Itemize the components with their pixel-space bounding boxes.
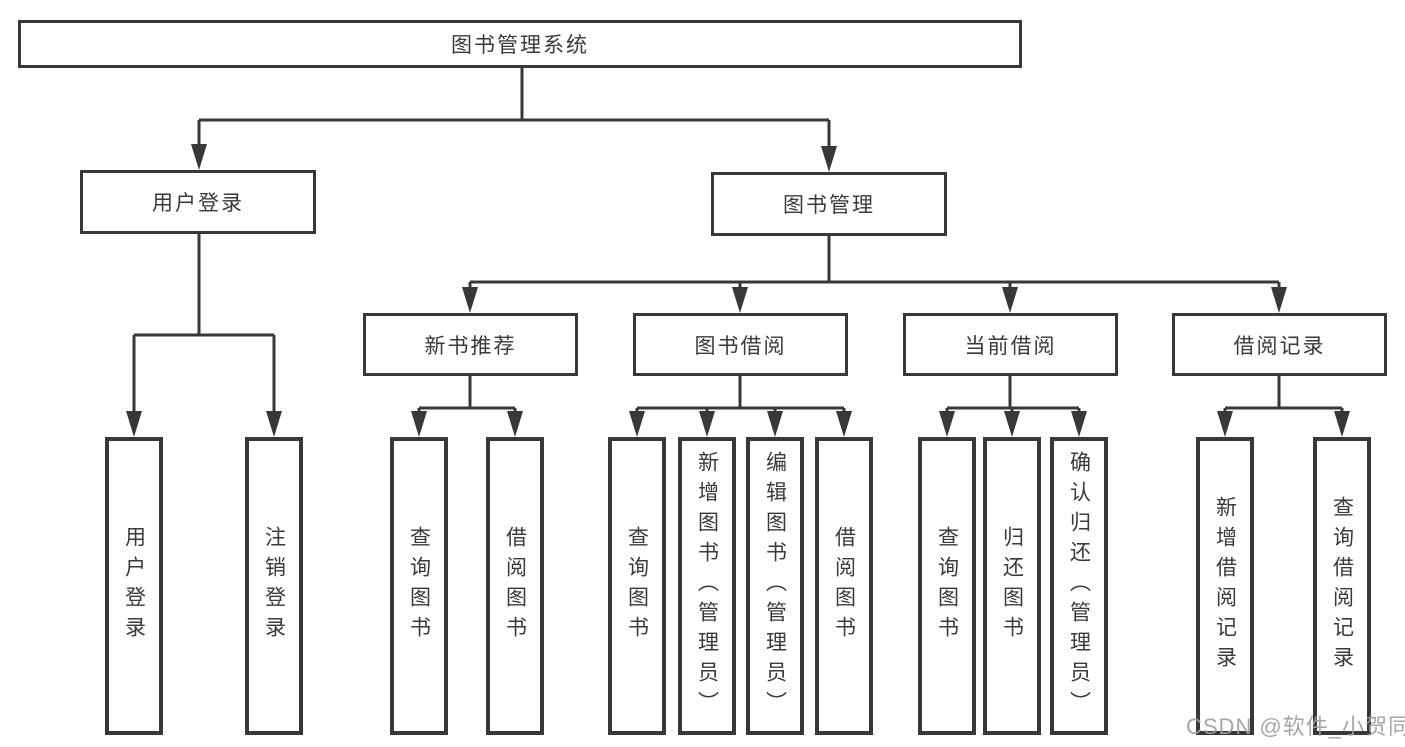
leaf-logout: 注销登录 (245, 437, 303, 735)
node-borrow-records: 借阅记录 (1172, 313, 1387, 376)
leaf-bb-query-books: 查询图书 (608, 437, 666, 735)
leaf-br-query-record: 查询借阅记录 (1313, 437, 1371, 735)
leaf-br-add-record: 新增借阅记录 (1196, 437, 1254, 735)
arrowheads (126, 144, 1350, 437)
leaf-bb-borrow-books: 借阅图书 (815, 437, 873, 735)
leaf-nb-query-books: 查询图书 (390, 437, 448, 735)
watermark: CSDN @软件_小贺同学 (1186, 714, 1405, 739)
leaf-bb-edit-books-admin: 编辑图书（管理员） (746, 437, 804, 735)
node-user-login: 用户登录 (80, 170, 316, 234)
leaf-nb-borrow-books: 借阅图书 (486, 437, 544, 735)
leaf-cb-return-books: 归还图书 (983, 437, 1041, 735)
leaf-bb-add-books-admin: 新增图书（管理员） (678, 437, 736, 735)
node-new-book-recommend: 新书推荐 (363, 313, 578, 376)
leaf-cb-confirm-return-admin: 确认归还（管理员） (1050, 437, 1108, 735)
node-book-borrow: 图书借阅 (633, 313, 848, 376)
node-current-borrow: 当前借阅 (903, 313, 1118, 376)
node-book-management: 图书管理 (711, 172, 947, 236)
node-root: 图书管理系统 (18, 20, 1022, 68)
leaf-user-login: 用户登录 (105, 437, 163, 735)
leaf-cb-query-books: 查询图书 (918, 437, 976, 735)
